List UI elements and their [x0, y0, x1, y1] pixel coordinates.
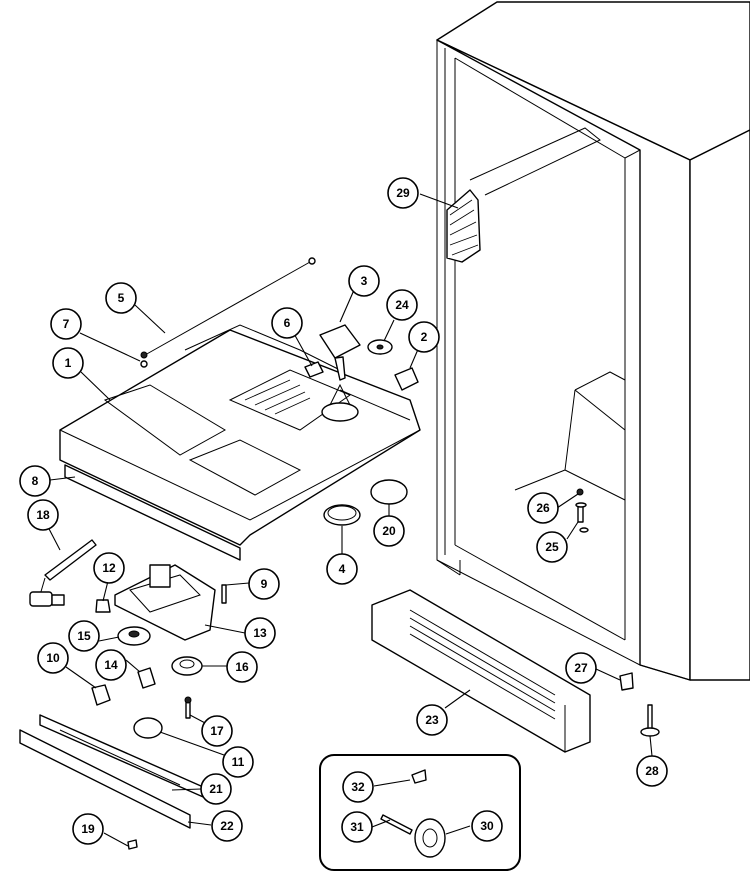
trim-bracket [19, 714, 211, 829]
svg-text:13: 13 [253, 626, 267, 640]
hinge-bracket [619, 672, 634, 691]
leveling-leg [640, 704, 660, 737]
callout-9: 9 [248, 568, 280, 600]
svg-text:29: 29 [396, 186, 410, 200]
svg-text:32: 32 [351, 780, 365, 794]
svg-text:20: 20 [382, 524, 396, 538]
cabinet [436, 1, 750, 681]
callout-32: 32 [342, 771, 374, 803]
trim-screw [127, 839, 138, 850]
svg-text:23: 23 [425, 713, 439, 727]
callout-2: 2 [408, 321, 440, 353]
callout-28: 28 [636, 755, 668, 787]
tape-strip [446, 189, 481, 263]
svg-text:5: 5 [118, 291, 125, 305]
leader-lines [46, 193, 653, 847]
callout-8: 8 [19, 465, 51, 497]
svg-text:24: 24 [395, 298, 409, 312]
callout-20: 20 [373, 515, 405, 547]
retainer [137, 667, 156, 689]
svg-text:7: 7 [63, 317, 70, 331]
svg-text:28: 28 [645, 764, 659, 778]
callout-13: 13 [244, 617, 276, 649]
callout-24: 24 [386, 289, 418, 321]
svg-text:8: 8 [32, 474, 39, 488]
svg-text:2: 2 [421, 330, 428, 344]
callout-22: 22 [211, 810, 243, 842]
svg-text:18: 18 [36, 508, 50, 522]
defrost-sensor [29, 539, 97, 607]
svg-text:9: 9 [261, 577, 268, 591]
mount-clip [95, 599, 111, 613]
callout-18: 18 [27, 499, 59, 531]
svg-text:17: 17 [210, 724, 224, 738]
screw [221, 584, 227, 604]
callout-21: 21 [200, 773, 232, 805]
callout-29: 29 [387, 177, 419, 209]
callout-6: 6 [271, 307, 303, 339]
roller-bracket [411, 769, 427, 784]
damper-housing [114, 564, 216, 641]
svg-text:4: 4 [339, 562, 346, 576]
callout-7: 7 [50, 308, 82, 340]
roller-wheel [414, 818, 446, 858]
svg-text:15: 15 [77, 629, 91, 643]
callout-25: 25 [536, 531, 568, 563]
svg-text:21: 21 [209, 782, 223, 796]
callout-19: 19 [72, 813, 104, 845]
callout-16: 16 [226, 651, 258, 683]
svg-text:3: 3 [361, 274, 368, 288]
svg-text:27: 27 [574, 661, 588, 675]
callout-4: 4 [326, 553, 358, 585]
control-knob [394, 367, 419, 391]
svg-text:22: 22 [220, 819, 234, 833]
callout-23: 23 [416, 704, 448, 736]
callout-30: 30 [471, 810, 503, 842]
wire-harness [144, 261, 311, 356]
svg-text:25: 25 [545, 540, 559, 554]
control-panel-assembly [59, 324, 421, 561]
seal-ring [323, 504, 361, 526]
callout-1: 1 [52, 347, 84, 379]
svg-text:16: 16 [235, 660, 249, 674]
cover-disc [370, 479, 408, 505]
callout-27: 27 [565, 652, 597, 684]
svg-text:26: 26 [536, 501, 550, 515]
svg-text:31: 31 [350, 820, 364, 834]
thermostat [319, 324, 361, 422]
svg-text:30: 30 [480, 819, 494, 833]
callout-26: 26 [527, 492, 559, 524]
callout-17: 17 [201, 715, 233, 747]
callout-5: 5 [105, 282, 137, 314]
svg-text:6: 6 [284, 316, 291, 330]
callout-14: 14 [95, 649, 127, 681]
svg-text:19: 19 [81, 822, 95, 836]
svg-text:1: 1 [65, 356, 72, 370]
callout-10: 10 [37, 642, 69, 674]
callout-15: 15 [68, 620, 100, 652]
svg-text:14: 14 [104, 658, 118, 672]
svg-text:12: 12 [102, 561, 116, 575]
lamp-socket [91, 684, 111, 706]
callout-11: 11 [222, 746, 254, 778]
toe-grille [371, 589, 591, 753]
leveler-bolt [576, 488, 584, 496]
callout-31: 31 [341, 811, 373, 843]
axle-bolt [380, 814, 413, 835]
callout-3: 3 [348, 265, 380, 297]
svg-text:11: 11 [232, 755, 245, 769]
svg-text:10: 10 [46, 651, 60, 665]
callout-12: 12 [93, 552, 125, 584]
clip [304, 361, 324, 378]
light-bulb [133, 717, 163, 739]
